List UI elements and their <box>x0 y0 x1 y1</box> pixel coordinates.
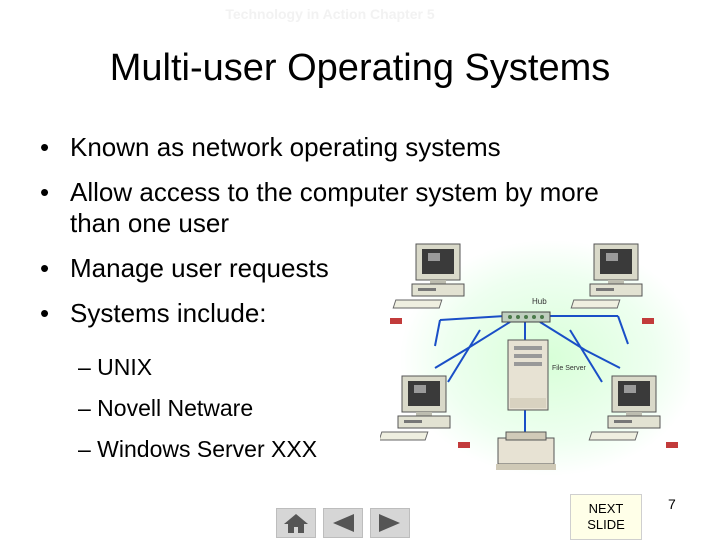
home-icon <box>284 514 308 533</box>
arrow-left-icon <box>333 514 354 532</box>
bullet-marker: • <box>40 298 50 328</box>
sub-bullet-item: – Novell Netware <box>78 395 254 421</box>
bullet-text: Allow access to the computer system by m… <box>70 177 599 238</box>
presentation-header: Technology in Action Chapter 5 <box>225 6 435 22</box>
network-diagram: Hub File Server <box>380 240 690 476</box>
network-cables <box>434 315 629 433</box>
file-server-label: File Server <box>552 365 587 372</box>
next-slide-button[interactable]: NEXT SLIDE <box>570 494 642 540</box>
bullet-item: • Systems include: <box>40 298 660 329</box>
bullet-marker: • <box>40 177 50 207</box>
bullet-item: • Known as network operating systems <box>40 132 660 163</box>
mouse-icons <box>390 318 678 448</box>
file-server-icon <box>507 339 549 411</box>
page-number: 7 <box>668 496 676 512</box>
bullet-item: • Allow access to the computer system by… <box>40 177 630 239</box>
bullet-item: • Manage user requests <box>40 253 660 284</box>
bullet-text: Systems include: <box>70 298 267 328</box>
hub-icon <box>501 311 551 323</box>
bullet-marker: • <box>40 253 50 283</box>
next-slide-label-line2: SLIDE <box>587 517 625 532</box>
bullet-text: Manage user requests <box>70 253 329 283</box>
printer-icon <box>496 431 556 470</box>
slide-title: Multi-user Operating Systems <box>109 47 611 89</box>
bullet-marker: • <box>40 132 50 162</box>
next-slide-arrow-button[interactable] <box>370 508 410 538</box>
bullet-text: Known as network operating systems <box>70 132 501 162</box>
previous-slide-button[interactable] <box>323 508 363 538</box>
slide-navigation <box>276 508 410 538</box>
sub-bullet-item: – UNIX <box>78 354 153 380</box>
bullet-list: • Known as network operating systems • A… <box>40 132 660 343</box>
hub-label: Hub <box>532 297 547 306</box>
sub-bullet-item: – Windows Server XXX <box>78 436 318 462</box>
sub-bullet-list: – UNIX – Novell Netware – Windows Server… <box>78 354 317 477</box>
home-button[interactable] <box>276 508 316 538</box>
next-slide-label-line1: NEXT <box>588 501 624 516</box>
arrow-right-icon <box>379 514 400 532</box>
